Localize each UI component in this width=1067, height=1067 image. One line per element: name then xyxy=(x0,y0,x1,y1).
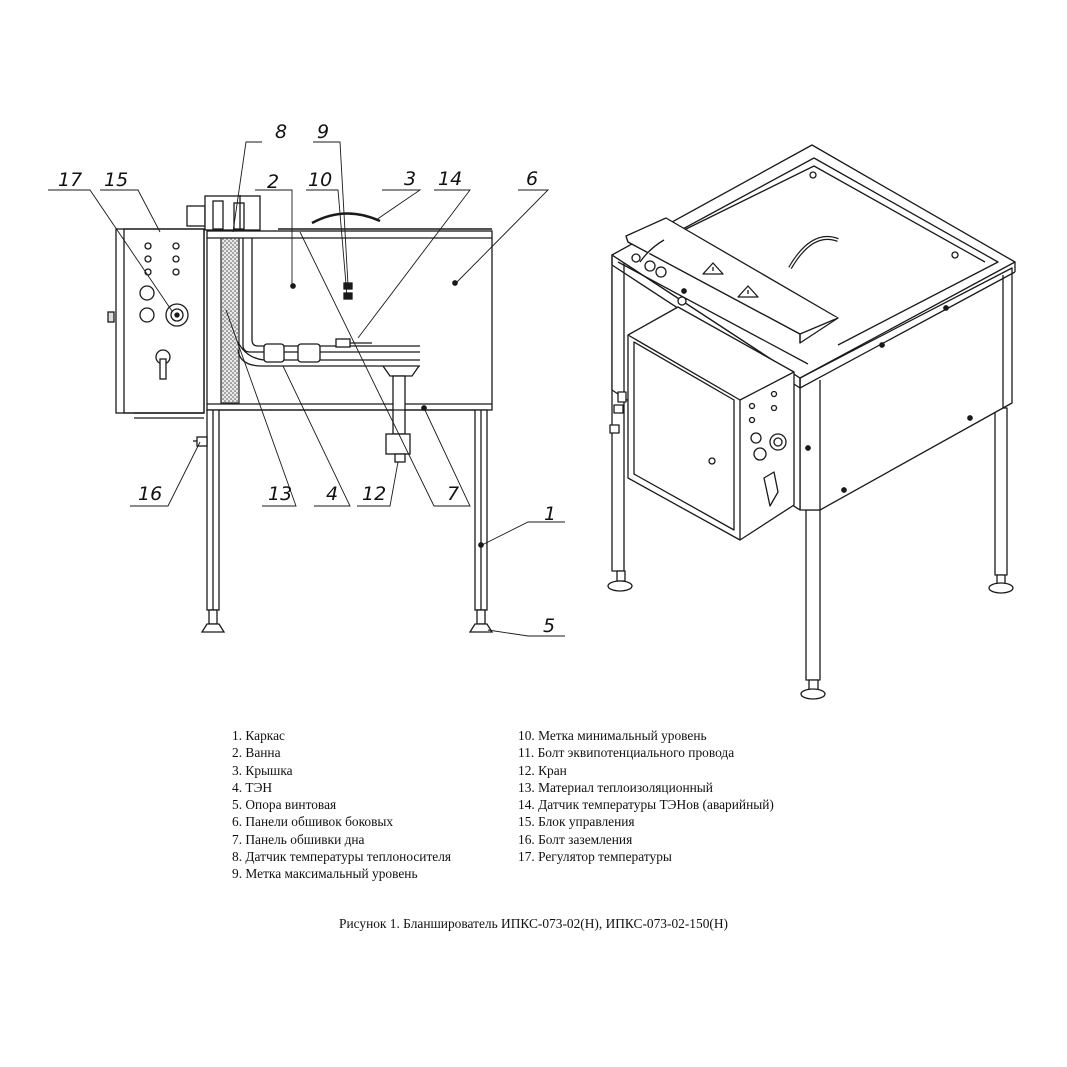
side-section-view xyxy=(107,195,494,633)
screw-foot-left xyxy=(200,609,226,633)
legend-item: 1. Каркас xyxy=(232,728,285,743)
drain-valve xyxy=(382,365,420,463)
callout-10: 10 xyxy=(308,169,332,191)
legend-left: 1. Каркас 2. Ванна 3. Крышка 4. ТЭН 5. О… xyxy=(232,727,451,883)
legend-item: 7. Панель обшивки дна xyxy=(232,831,365,847)
top-cover-strip xyxy=(617,217,839,365)
callout-4: 4 xyxy=(326,483,338,505)
control-box-side xyxy=(107,228,205,419)
callout-14: 14 xyxy=(438,168,462,190)
isometric-view xyxy=(607,144,1016,700)
knob-icon xyxy=(769,433,787,451)
callout-15: 15 xyxy=(104,169,128,191)
legend-item: 5. Опора винтовая xyxy=(232,797,337,813)
callout-3: 3 xyxy=(404,168,416,190)
legend-item: 11. Болт эквипотенциального провода xyxy=(518,745,735,761)
legend-item: 14. Датчик температуры ТЭНов (аварийный) xyxy=(518,797,774,813)
legend-item: 16. Болт заземления xyxy=(518,831,633,847)
legend-item: 10. Метка минимальный уровень xyxy=(518,728,707,743)
lid-handle xyxy=(311,212,381,225)
figure-caption: Рисунок 1. Бланширователь ИПКС-073-02(Н)… xyxy=(339,916,728,931)
leader-lines xyxy=(48,141,565,637)
heating-element xyxy=(237,338,420,367)
legend-item: 17. Регулятор температуры xyxy=(518,849,672,865)
min-level-mark xyxy=(343,292,353,300)
tank-side-panel xyxy=(206,230,493,411)
callout-16: 16 xyxy=(138,483,162,505)
warning-triangle-icon xyxy=(702,262,724,275)
callout-5: 5 xyxy=(543,615,555,637)
legend-item: 3. Крышка xyxy=(232,762,293,778)
legend-item: 2. Ванна xyxy=(232,745,281,761)
callout-12: 12 xyxy=(362,483,386,505)
frame xyxy=(206,409,488,611)
callout-labels: 1 2 3 4 5 6 7 8 9 10 12 13 14 15 16 17 xyxy=(58,121,556,637)
warning-triangle-icon xyxy=(737,285,759,298)
legend-item: 4. ТЭН xyxy=(232,779,273,795)
callout-17: 17 xyxy=(58,169,82,191)
sensor-housing xyxy=(204,195,261,231)
callout-13: 13 xyxy=(268,483,292,505)
callout-1: 1 xyxy=(544,503,556,525)
legend-item: 8. Датчик температуры теплоносителя xyxy=(232,849,452,865)
switch-handle-icon xyxy=(155,349,171,380)
temperature-knob-icon xyxy=(165,303,189,327)
legend-item: 6. Панели обшивок боковых xyxy=(232,814,394,830)
callout-7: 7 xyxy=(447,483,459,505)
legend-item: 15. Блок управления xyxy=(518,814,635,830)
screw-foot-right xyxy=(468,609,494,633)
callout-9: 9 xyxy=(317,121,329,143)
legend-item: 9. Метка максимальный уровень xyxy=(232,866,418,882)
lamp-icon xyxy=(750,432,762,444)
legend-right: 10. Метка минимальный уровень 11. Болт э… xyxy=(518,727,774,865)
callout-6: 6 xyxy=(526,168,538,190)
callout-8: 8 xyxy=(275,121,287,143)
legend-item: 13. Материал теплоизоляционный xyxy=(518,779,713,795)
legend-item: 12. Кран xyxy=(518,762,567,778)
control-box-iso xyxy=(627,306,795,541)
callout-2: 2 xyxy=(267,171,279,193)
